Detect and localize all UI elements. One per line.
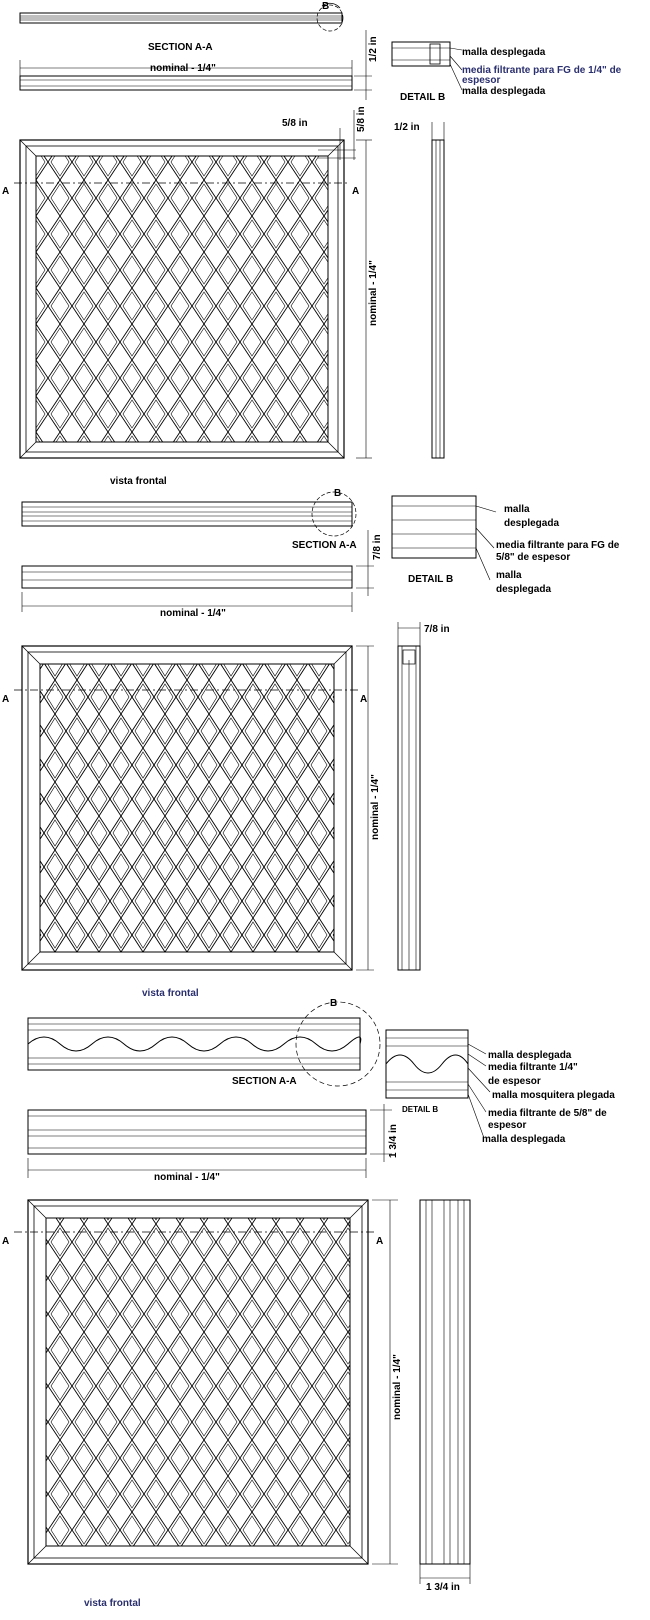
section-label: SECTION A-A [148,42,213,53]
nominal-dimension: nominal - 1/4" [150,63,216,74]
detail-b-3 [385,1029,491,1139]
callout-3: espesor [462,75,500,86]
section-label-2: SECTION A-A [292,540,357,551]
front-view-1 [14,110,372,459]
callout3-2: media filtrante 1/4" [488,1062,578,1073]
callout-4: malla desplegada [462,86,546,97]
nominal-dimension-3: nominal - 1/4" [154,1172,220,1183]
side-profile-1 [19,30,372,100]
assembly-one-three-quarter: B SECTION A-A nominal - 1/4" 1 3/4 in [2,998,615,1609]
callout2-3: media filtrante para FG de [496,540,620,551]
frame-dimension-v: 5/8 in [356,106,367,132]
profile-thickness: 1/2 in [394,122,420,133]
front-view-label-3: vista frontal [84,1598,141,1609]
assembly-seven-eighths: B SECTION A-A nominal - 1/4" 7/8 in mall… [2,488,620,999]
callout3-3: de espesor [488,1076,541,1087]
side-profile-3 [27,1104,392,1178]
callout3-1: malla desplegada [488,1050,572,1061]
detail-marker-b: B [322,1,329,12]
callout3-4: malla mosquitera plegada [492,1090,615,1101]
callout3-5: media filtrante de 5/8" de [488,1108,607,1119]
front-view-3 [14,1199,398,1565]
nominal-dimension-v: nominal - 1/4" [368,260,379,326]
thickness-dimension-2: 7/8 in [372,534,383,560]
section-view-2 [21,491,357,537]
detail-b-2 [391,495,497,581]
thickness-dimension-3: 1 3/4 in [388,1124,399,1158]
callout2-2: desplegada [504,518,559,529]
callout2-6: desplegada [496,584,551,595]
assembly-half-inch: B SECTION A-A nominal - 1/4" 1/2 in mall [2,1,622,487]
section-marker-right-2: A [360,694,367,705]
nominal-dimension-v-3: nominal - 1/4" [392,1354,403,1420]
detail-marker-b-2: B [334,488,341,499]
callout2-5: malla [496,570,522,581]
callout-1: malla desplegada [462,47,546,58]
detail-b-1 [391,41,463,91]
section-marker-left: A [2,186,9,197]
section-label-3: SECTION A-A [232,1076,297,1087]
section-view-3 [27,1001,381,1087]
section-marker-left-2: A [2,694,9,705]
section-marker-left-3: A [2,1236,9,1247]
side-profile-vertical-1 [431,122,445,459]
section-view-1 [19,2,344,32]
side-profile-2 [21,530,374,612]
detail-label-2: DETAIL B [408,574,453,585]
side-profile-vertical-2 [397,622,421,971]
nominal-dimension-v-2: nominal - 1/4" [370,774,381,840]
callout3-6: espesor [488,1120,526,1131]
callout2-1: malla [504,504,530,515]
callout2-4: 5/8" de espesor [496,552,570,563]
front-view-2 [14,645,374,971]
detail-label-3: DETAIL B [402,1105,438,1114]
callout3-7: malla desplegada [482,1134,566,1145]
thickness-dimension: 1/2 in [368,36,379,62]
front-view-label: vista frontal [110,476,167,487]
nominal-dimension-2: nominal - 1/4" [160,608,226,619]
profile-thickness-2: 7/8 in [424,624,450,635]
callout-2: media filtrante para FG de 1/4" de [462,65,622,76]
side-profile-vertical-3 [419,1199,471,1584]
detail-marker-b-3: B [330,998,337,1009]
section-marker-right: A [352,186,359,197]
section-marker-right-3: A [376,1236,383,1247]
profile-thickness-3: 1 3/4 in [426,1582,460,1593]
detail-label: DETAIL B [400,92,445,103]
frame-dimension-h: 5/8 in [282,118,308,129]
front-view-label-2: vista frontal [142,988,199,999]
